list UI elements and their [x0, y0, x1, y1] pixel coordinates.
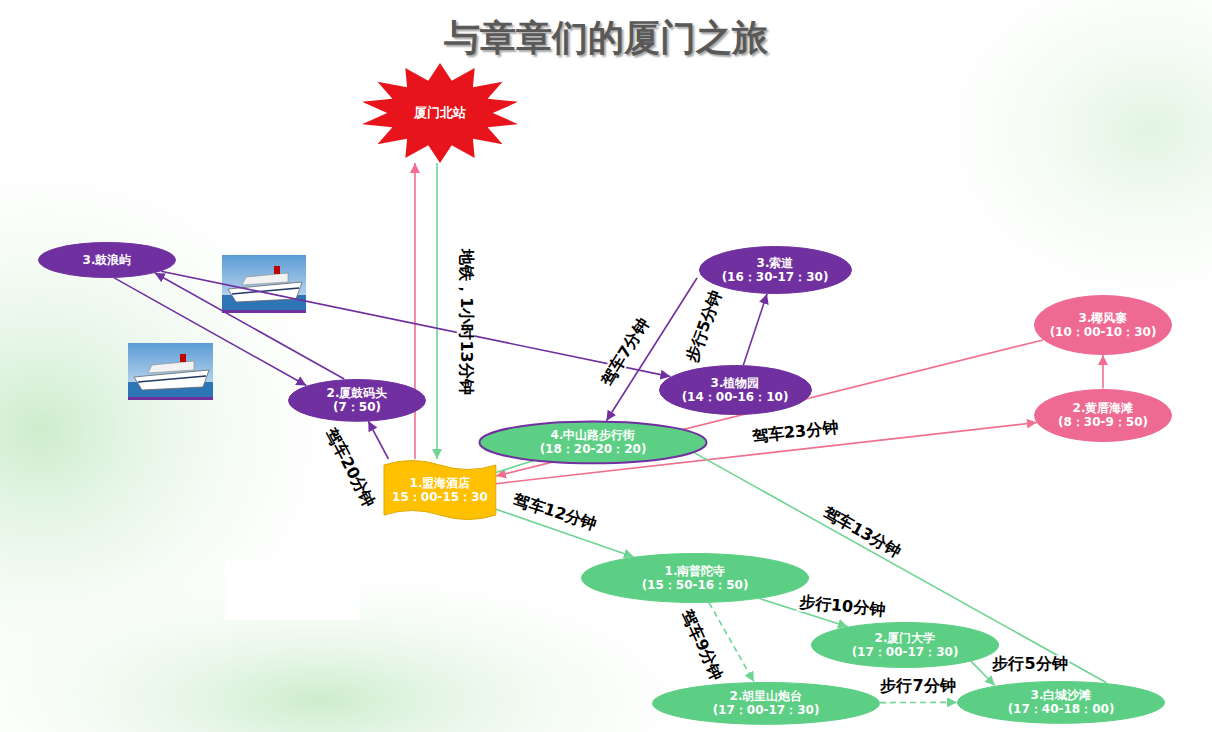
route-arrow [496, 422, 1037, 483]
ellipse-outline [1035, 389, 1172, 441]
title: 与章章们的厦门之旅 [0, 16, 1212, 59]
time-range: (17：00-17：30) [713, 703, 820, 717]
route-arrow [436, 163, 438, 459]
place-name: 2.厦鼓码头 [327, 386, 388, 400]
travel-time-label: 驾车12分钟 [509, 490, 600, 535]
time-range: (16：30-17：30) [722, 270, 829, 284]
place-ellipse: 4.中山路步行街(18：20-20：20) [478, 420, 708, 465]
route-arrow [760, 599, 848, 627]
place-ellipse: 3.植物园(14：00-16：10) [658, 364, 813, 416]
ellipse-outline [480, 421, 707, 463]
hotel-flag: 1.盟海酒店15：00-15：30 [384, 459, 496, 521]
route-arrow [743, 294, 767, 365]
time-range: (14：00-16：10) [682, 390, 789, 404]
flag-outline [384, 461, 496, 520]
node-text-group: 2.厦鼓码头(7：50) [327, 386, 388, 415]
place-ellipse: 3.鼓浪屿 [37, 241, 177, 279]
travel-time-label: 地铁，1小时13分钟 [457, 247, 475, 396]
place-name: 1.盟海酒店 [410, 476, 471, 490]
place-name: 3.植物园 [711, 376, 760, 390]
node-text-group: 厦门北站 [414, 105, 466, 121]
ellipse-outline [582, 554, 809, 603]
travel-time-label: 步行7分钟 [878, 677, 957, 695]
ship-picture [128, 343, 213, 400]
node-text-group: 1.南普陀寺(15：50-16：50) [642, 564, 749, 593]
time-range: (10：00-10：30) [1050, 325, 1157, 339]
route-arrow [368, 421, 388, 459]
time-range: (8：30-9：50) [1058, 415, 1148, 429]
ellipse-outline [653, 682, 880, 724]
place-name: 2.胡里山炮台 [730, 689, 803, 703]
node-text-group: 1.盟海酒店15：00-15：30 [392, 476, 488, 505]
ellipse-outline [39, 243, 176, 278]
place-name: 厦门北站 [414, 105, 466, 121]
place-name: 3.白城沙滩 [1031, 688, 1092, 702]
node-text-group: 3.索道(16：30-17：30) [722, 256, 829, 285]
travel-time-label: 驾车23分钟 [749, 419, 841, 446]
time-range: 15：00-15：30 [392, 490, 488, 504]
route-arrow [414, 163, 416, 459]
ellipse-outline [958, 681, 1165, 723]
white-patch [225, 560, 360, 620]
route-arrow [1102, 355, 1104, 389]
place-name: 2.黄厝海滩 [1073, 401, 1134, 415]
route-arrow [880, 702, 957, 704]
route-arrow [114, 278, 306, 386]
route-arrow [709, 603, 754, 682]
route-arrow [161, 271, 670, 376]
ship-picture [222, 255, 306, 313]
time-range: (17：40-18：00) [1008, 702, 1115, 716]
travel-time-label: 步行10分钟 [796, 593, 887, 618]
time-range: (15：50-16：50) [642, 578, 749, 592]
place-name: 3.索道 [757, 256, 794, 270]
place-ellipse: 3.椰风寨(10：00-10：30) [1033, 294, 1173, 356]
place-ellipse: 2.厦鼓码头(7：50) [287, 378, 427, 423]
node-text-group: 2.黄厝海滩(8：30-9：50) [1058, 401, 1148, 430]
place-name: 1.南普陀寺 [665, 564, 726, 578]
ellipse-outline [289, 379, 426, 421]
travel-time-label: 驾车7分钟 [597, 314, 654, 390]
place-ellipse: 2.厦门大学(17：00-17：30) [810, 621, 1000, 669]
route-arrow [971, 661, 995, 685]
travel-time-label: 驾车13分钟 [818, 502, 905, 561]
route-arrow [496, 460, 535, 472]
background-glow [890, 0, 1212, 340]
travel-time-label: 步行5分钟 [682, 286, 726, 366]
route-arrow [496, 509, 634, 557]
travel-time-label: 步行5分钟 [990, 655, 1069, 673]
travel-time-label: 驾车20分钟 [321, 424, 379, 512]
place-name: 4.中山路步行街 [551, 428, 636, 442]
station-star: 厦门北站 [360, 63, 520, 163]
time-range: (18：20-20：20) [540, 442, 647, 456]
place-name: 3.鼓浪屿 [83, 253, 132, 267]
node-text-group: 3.鼓浪屿 [83, 253, 132, 267]
ellipse-outline [699, 247, 851, 294]
place-ellipse: 2.黄厝海滩(8：30-9：50) [1033, 388, 1173, 443]
place-name: 2.厦门大学 [875, 631, 936, 645]
node-text-group: 4.中山路步行街(18：20-20：20) [540, 428, 647, 457]
time-range: (7：50) [333, 400, 381, 414]
time-range: (17：00-17：30) [852, 645, 959, 659]
ellipse-outline [659, 366, 811, 415]
place-ellipse: 3.白城沙滩(17：40-18：00) [956, 680, 1166, 725]
place-ellipse: 3.索道(16：30-17：30) [698, 245, 853, 295]
node-text-group: 3.白城沙滩(17：40-18：00) [1008, 688, 1115, 717]
travel-time-label: 驾车9分钟 [677, 605, 726, 684]
ellipse-outline [812, 623, 999, 668]
ellipse-outline [1035, 296, 1172, 355]
place-ellipse: 2.胡里山炮台(17：00-17：30) [651, 681, 881, 726]
node-text-group: 2.胡里山炮台(17：00-17：30) [713, 689, 820, 718]
place-ellipse: 1.南普陀寺(15：50-16：50) [580, 552, 810, 604]
node-text-group: 3.植物园(14：00-16：10) [682, 376, 789, 405]
node-text-group: 3.椰风寨(10：00-10：30) [1050, 311, 1157, 340]
node-text-group: 2.厦门大学(17：00-17：30) [852, 631, 959, 660]
route-arrow [496, 340, 1043, 476]
place-name: 3.椰风寨 [1079, 311, 1128, 325]
star-outline [362, 63, 518, 163]
